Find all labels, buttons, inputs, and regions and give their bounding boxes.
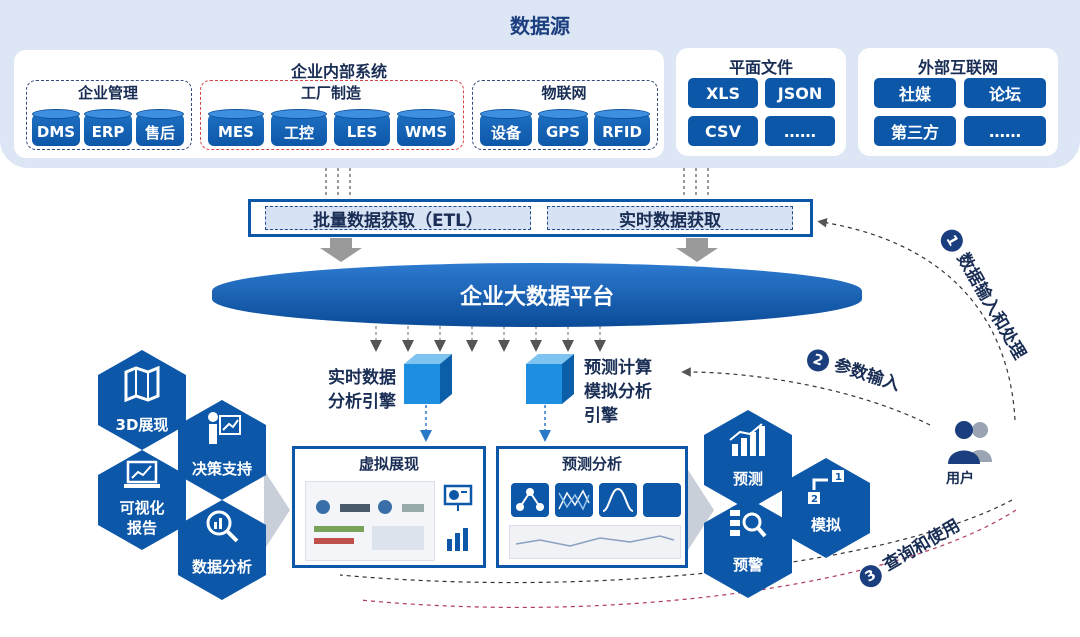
predict-engine-label: 预测计算模拟分析引擎 [584, 358, 652, 426]
internet-title: 外部互联网 [917, 58, 998, 77]
predictive-analysis-title: 预测分析 [561, 455, 622, 473]
group-label: 工厂制造 [300, 84, 361, 102]
network-icon [511, 483, 549, 517]
presenter-icon [208, 412, 241, 444]
svg-text:2: 2 [811, 494, 818, 505]
bar-chart-icon [447, 528, 468, 551]
virtual-display-title: 虚拟展现 [358, 455, 419, 473]
source-gps: GPS [538, 109, 588, 146]
realtime-engine-cube-icon [404, 354, 452, 404]
source-mes: MES [208, 109, 264, 146]
source-device: 设备 [480, 109, 532, 146]
net-forum: 论坛 [964, 78, 1046, 108]
group-enterprise-mgmt [26, 80, 192, 150]
source-after-sales: 售后 [136, 109, 184, 146]
net-social: 社媒 [874, 78, 956, 108]
file-more: …… [765, 116, 835, 146]
net-more: …… [964, 116, 1046, 146]
flat-files-title: 平面文件 [728, 58, 793, 77]
big-data-platform: 企业大数据平台 [212, 263, 862, 327]
hex-forecast: 预测 [704, 410, 792, 510]
file-xls: XLS [688, 78, 758, 108]
forecast-strip [509, 525, 681, 559]
svg-text:1: 1 [835, 472, 842, 483]
hex-simulate: 1 2 模拟 [782, 458, 870, 558]
growth-chart-icon [729, 423, 765, 456]
source-dms: DMS [32, 109, 80, 146]
curve-icon [599, 483, 637, 517]
virtual-display-panel: 虚拟展现 [292, 446, 486, 568]
group-label: 企业管理 [77, 84, 138, 102]
predictive-analysis-panel: 预测分析 [496, 446, 688, 568]
placeholder-tile [643, 483, 681, 517]
batch-etl-segment: 批量数据获取（ETL） [265, 206, 531, 231]
source-rfid: RFID [594, 109, 650, 146]
realtime-engine-label: 实时数据分析引擎 [328, 368, 396, 412]
user-icon [948, 421, 992, 464]
hex-alert: 预警 [704, 498, 792, 598]
predict-engine-cube-icon [526, 354, 574, 404]
group-iot [472, 80, 658, 150]
group-factory [200, 80, 464, 150]
magnifier-chart-icon [206, 510, 239, 543]
group-label: 物联网 [541, 84, 587, 102]
file-json: JSON [765, 78, 835, 108]
internal-systems-title: 企业内部系统 [290, 62, 387, 81]
source-wms: WMS [397, 109, 455, 146]
magnifier-list-icon [730, 510, 767, 538]
etl-bar: 批量数据获取（ETL） 实时数据获取 [248, 199, 813, 237]
laptop-chart-icon [124, 460, 160, 488]
map-icon [124, 365, 160, 403]
file-csv: CSV [688, 116, 758, 146]
presentation-icon [443, 484, 473, 511]
source-les: LES [334, 109, 390, 146]
route-steps-icon: 1 2 [808, 470, 844, 505]
scatter-icon [555, 483, 593, 517]
dashboard-thumbnail [305, 481, 435, 561]
hex-data-analysis: 数据分析 [178, 500, 266, 600]
platform-label: 企业大数据平台 [459, 285, 614, 310]
user-label: 用户 [946, 471, 974, 487]
source-control: 工控 [271, 109, 327, 146]
source-erp: ERP [84, 109, 132, 146]
realtime-acquire-segment: 实时数据获取 [547, 206, 793, 231]
data-source-title: 数据源 [510, 14, 570, 38]
net-third-party: 第三方 [874, 116, 956, 146]
